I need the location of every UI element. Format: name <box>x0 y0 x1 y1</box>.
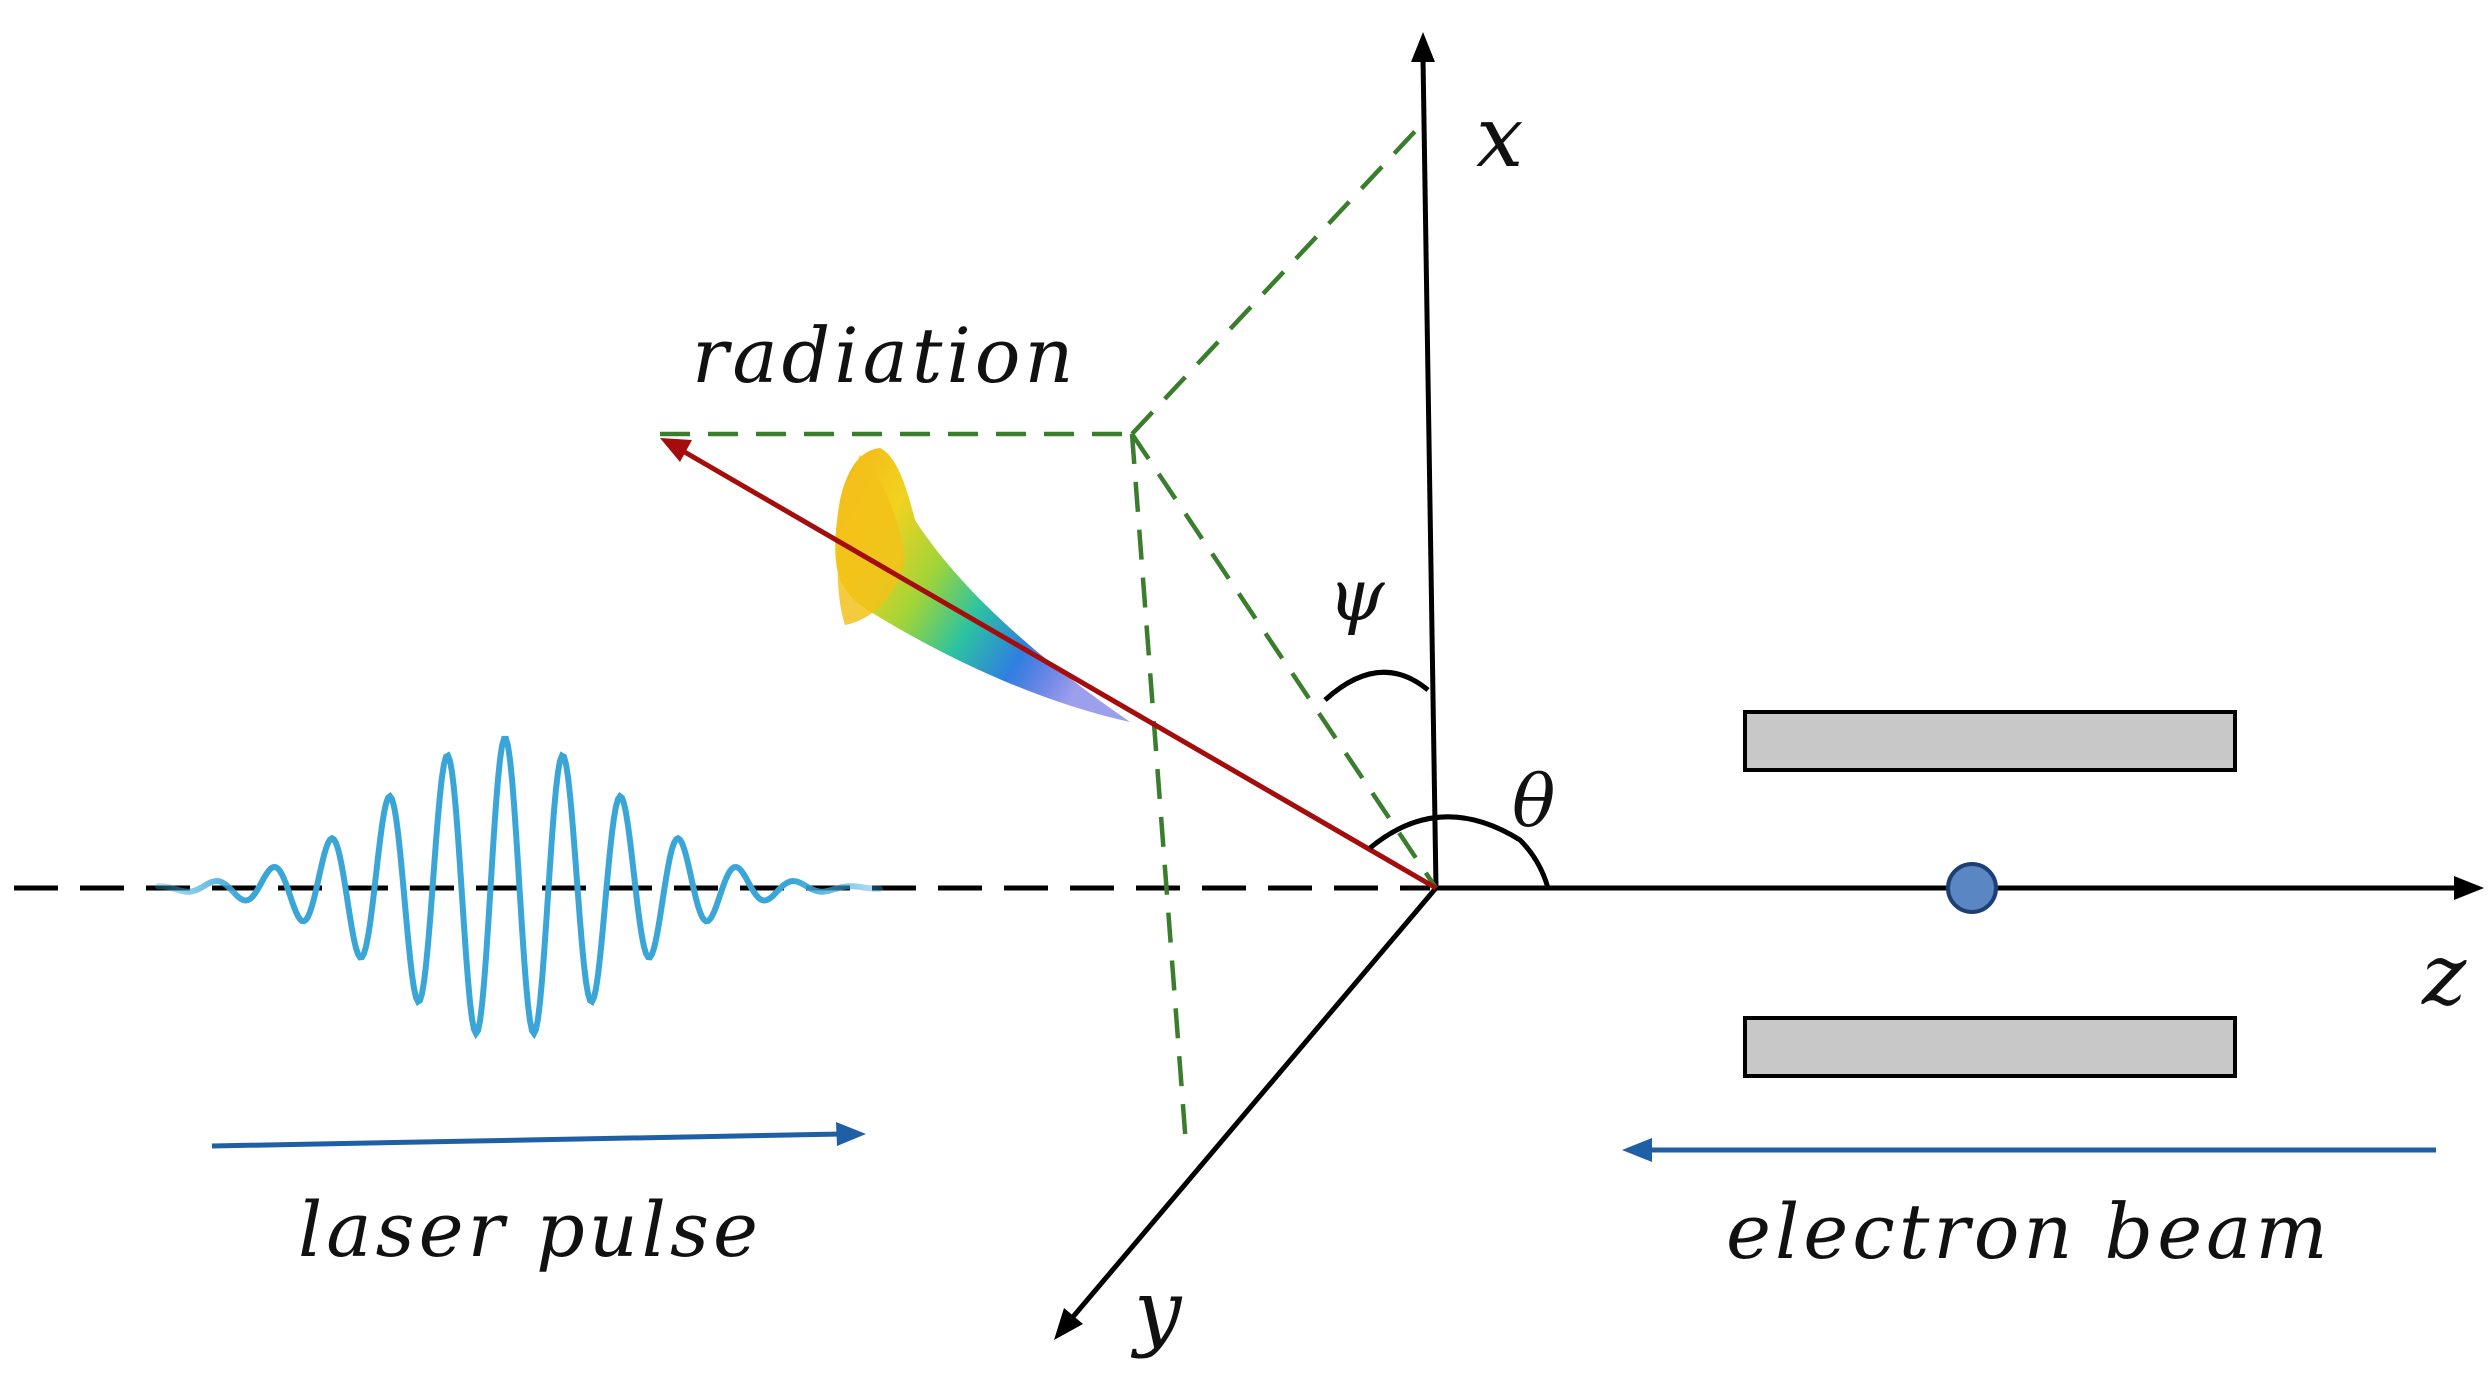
projection-to-origin <box>1130 432 1438 890</box>
projection-to-x-axis <box>1130 124 1422 436</box>
x-axis <box>1420 57 1439 889</box>
z-axis-arrowhead <box>2454 876 2484 900</box>
laser-direction-arrow <box>211 1131 843 1149</box>
y-axis-arrowhead <box>1054 1308 1083 1340</box>
undulator-magnet-top <box>1743 710 2237 772</box>
radiation-arrowhead <box>660 438 692 462</box>
laser-direction-arrowhead <box>836 1122 866 1146</box>
radiation-label: radiation <box>692 311 1077 400</box>
electron-dot-icon <box>1946 862 1998 914</box>
x-axis-arrowhead <box>1411 32 1435 62</box>
radiation-direction-arrow <box>674 444 1438 891</box>
laser-pulse-label: laser pulse <box>298 1185 762 1274</box>
electron-beam-label: electron beam <box>1726 1187 2332 1276</box>
theta-angle-arc <box>1368 814 1551 889</box>
electron-beam-direction-arrowhead <box>1622 1138 1652 1162</box>
y-axis-label: y <box>1130 1262 1183 1360</box>
psi-label: ψ <box>1328 553 1386 637</box>
x-axis-label: x <box>1476 88 1523 186</box>
laser-wave-icon <box>155 735 883 1040</box>
projection-to-y-axis <box>1129 433 1189 1146</box>
rainbow-cone-icon <box>835 448 1130 722</box>
y-axis <box>1070 886 1438 1320</box>
theta-label: θ <box>1512 759 1555 843</box>
psi-angle-arc <box>1323 669 1430 702</box>
undulator-magnet-bottom <box>1743 1016 2237 1078</box>
z-axis-label: z <box>2421 926 2467 1024</box>
projection-lines <box>660 124 1438 1146</box>
